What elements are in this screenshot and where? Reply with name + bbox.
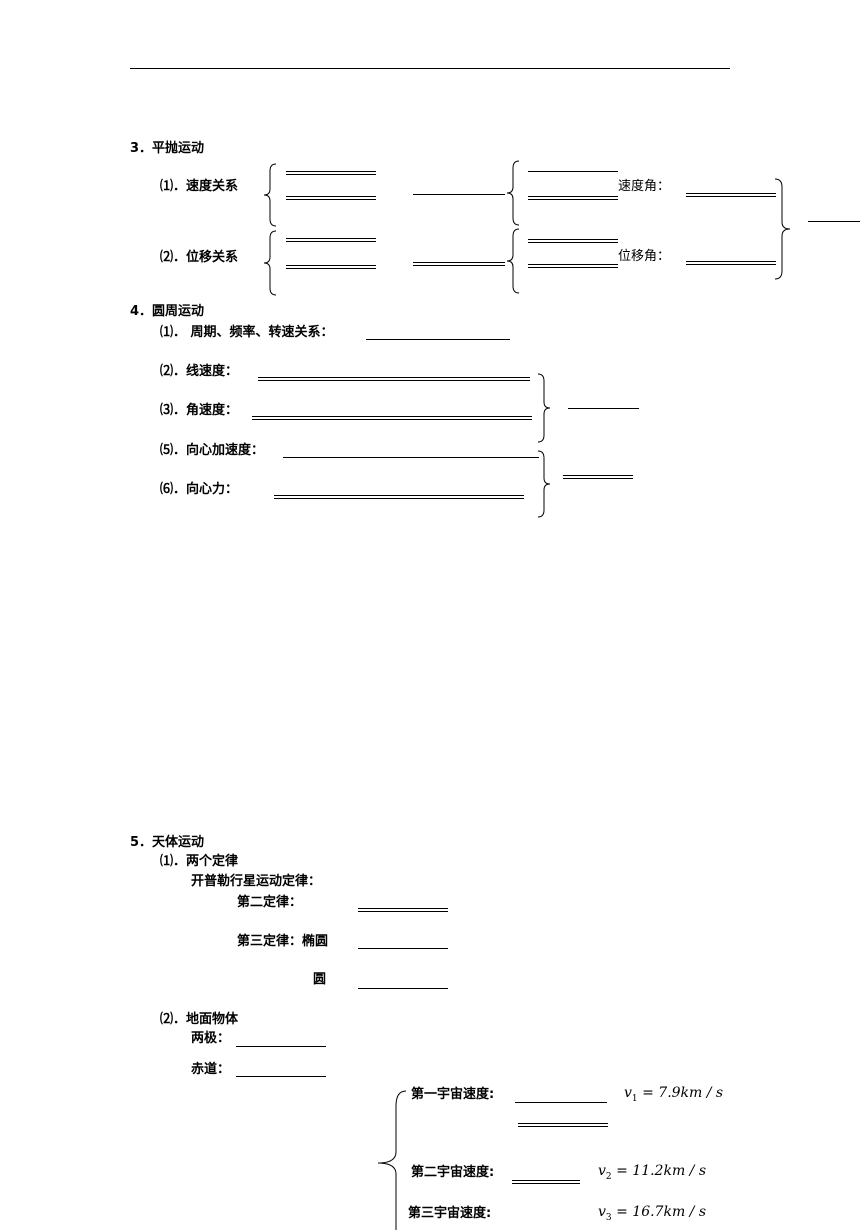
displacement-brace-left <box>263 230 277 296</box>
displacement-angle-blank[interactable] <box>686 261 776 265</box>
kepler-second-law-label: 第二定律： <box>237 895 303 910</box>
angle-brace-right <box>774 178 791 280</box>
displacement-blank-2[interactable] <box>286 265 376 269</box>
v2-value: = 11.2km / s <box>616 1163 707 1179</box>
velocity-blank-2[interactable] <box>286 196 376 200</box>
first-cosmic-velocity-label: 第一宇宙速度: <box>411 1087 495 1102</box>
angular-velocity-blank[interactable] <box>252 416 532 420</box>
kepler-second-law-blank[interactable] <box>358 908 448 912</box>
velocity-relation-blank[interactable] <box>568 408 639 409</box>
v2-sub: 2 <box>605 1171 612 1182</box>
cosmic-velocity-brace <box>377 1090 407 1230</box>
circle-label: 圆 <box>313 972 327 987</box>
displacement-relation-label: ⑵．位移关系 <box>160 250 239 265</box>
centripetal-acceleration-label: ⑸．向心加速度： <box>160 443 265 458</box>
displacement-component-blank-1[interactable] <box>528 239 618 243</box>
period-frequency-label: ⑴． 周期、频率、转速关系： <box>160 325 334 340</box>
angle-relation-blank[interactable] <box>808 221 860 222</box>
angular-velocity-label: ⑶．角速度： <box>160 403 239 418</box>
equator-label: 赤道： <box>191 1062 231 1077</box>
kepler-third-law-circle-blank[interactable] <box>358 988 448 989</box>
velocity-combined-blank[interactable] <box>413 194 505 195</box>
velocity-relation-brace <box>537 373 551 443</box>
kepler-laws-label: 开普勒行星运动定律： <box>191 874 322 889</box>
v2-var: v <box>598 1163 606 1179</box>
section-5-heading: 5．天体运动 <box>130 835 205 850</box>
linear-velocity-blank[interactable] <box>258 377 530 381</box>
kepler-third-law-ellipse-blank[interactable] <box>358 948 448 949</box>
velocity-component-blank-1[interactable] <box>528 171 618 172</box>
v1-sub: 1 <box>631 1093 638 1104</box>
centripetal-relation-blank[interactable] <box>563 475 633 479</box>
displacement-angle-label: 位移角： <box>618 249 671 264</box>
v3-value: = 16.7km / s <box>616 1204 707 1220</box>
second-cosmic-velocity-label: 第二宇宙速度: <box>411 1165 495 1180</box>
v2-formula: v2 = 11.2km / s <box>598 1163 706 1185</box>
section-3-heading: 3．平抛运动 <box>130 141 205 156</box>
kepler-third-law-label: 第三定律：椭圆 <box>237 934 329 949</box>
centripetal-force-label: ⑹．向心力： <box>160 482 239 497</box>
poles-blank[interactable] <box>236 1046 326 1047</box>
third-cosmic-velocity-label: 第三宇宙速度: <box>408 1206 492 1221</box>
first-cosmic-velocity-blank[interactable] <box>515 1102 607 1103</box>
header-rule <box>130 68 730 69</box>
v1-value: = 7.9km / s <box>642 1085 724 1101</box>
centripetal-brace <box>537 450 551 518</box>
two-laws-label: ⑴．两个定律 <box>160 854 239 869</box>
velocity-brace-mid <box>506 160 520 226</box>
v3-var: v <box>598 1204 606 1220</box>
first-cosmic-velocity-blank-2[interactable] <box>518 1123 608 1127</box>
v3-sub: 3 <box>605 1212 612 1223</box>
velocity-component-blank-2[interactable] <box>528 196 618 200</box>
centripetal-acceleration-blank[interactable] <box>283 457 539 458</box>
v1-formula: v1 = 7.9km / s <box>624 1085 723 1107</box>
velocity-relation-label: ⑴．速度关系 <box>160 179 239 194</box>
second-cosmic-velocity-blank[interactable] <box>512 1180 580 1184</box>
displacement-component-blank-2[interactable] <box>528 264 618 268</box>
ground-object-label: ⑵．地面物体 <box>160 1012 239 1027</box>
displacement-combined-blank[interactable] <box>413 262 505 266</box>
period-frequency-blank[interactable] <box>366 339 510 340</box>
centripetal-force-blank[interactable] <box>274 495 524 499</box>
v1-var: v <box>624 1085 632 1101</box>
velocity-brace-left <box>263 163 277 227</box>
poles-label: 两极： <box>191 1031 231 1046</box>
section-4-heading: 4．圆周运动 <box>130 304 205 319</box>
velocity-angle-label: 速度角： <box>618 179 671 194</box>
linear-velocity-label: ⑵．线速度： <box>160 364 239 379</box>
v3-formula: v3 = 16.7km / s <box>598 1204 706 1226</box>
displacement-brace-mid <box>506 228 520 294</box>
equator-blank[interactable] <box>236 1076 326 1077</box>
displacement-blank-1[interactable] <box>286 238 376 242</box>
velocity-blank-1[interactable] <box>286 171 376 175</box>
velocity-angle-blank[interactable] <box>686 193 776 197</box>
